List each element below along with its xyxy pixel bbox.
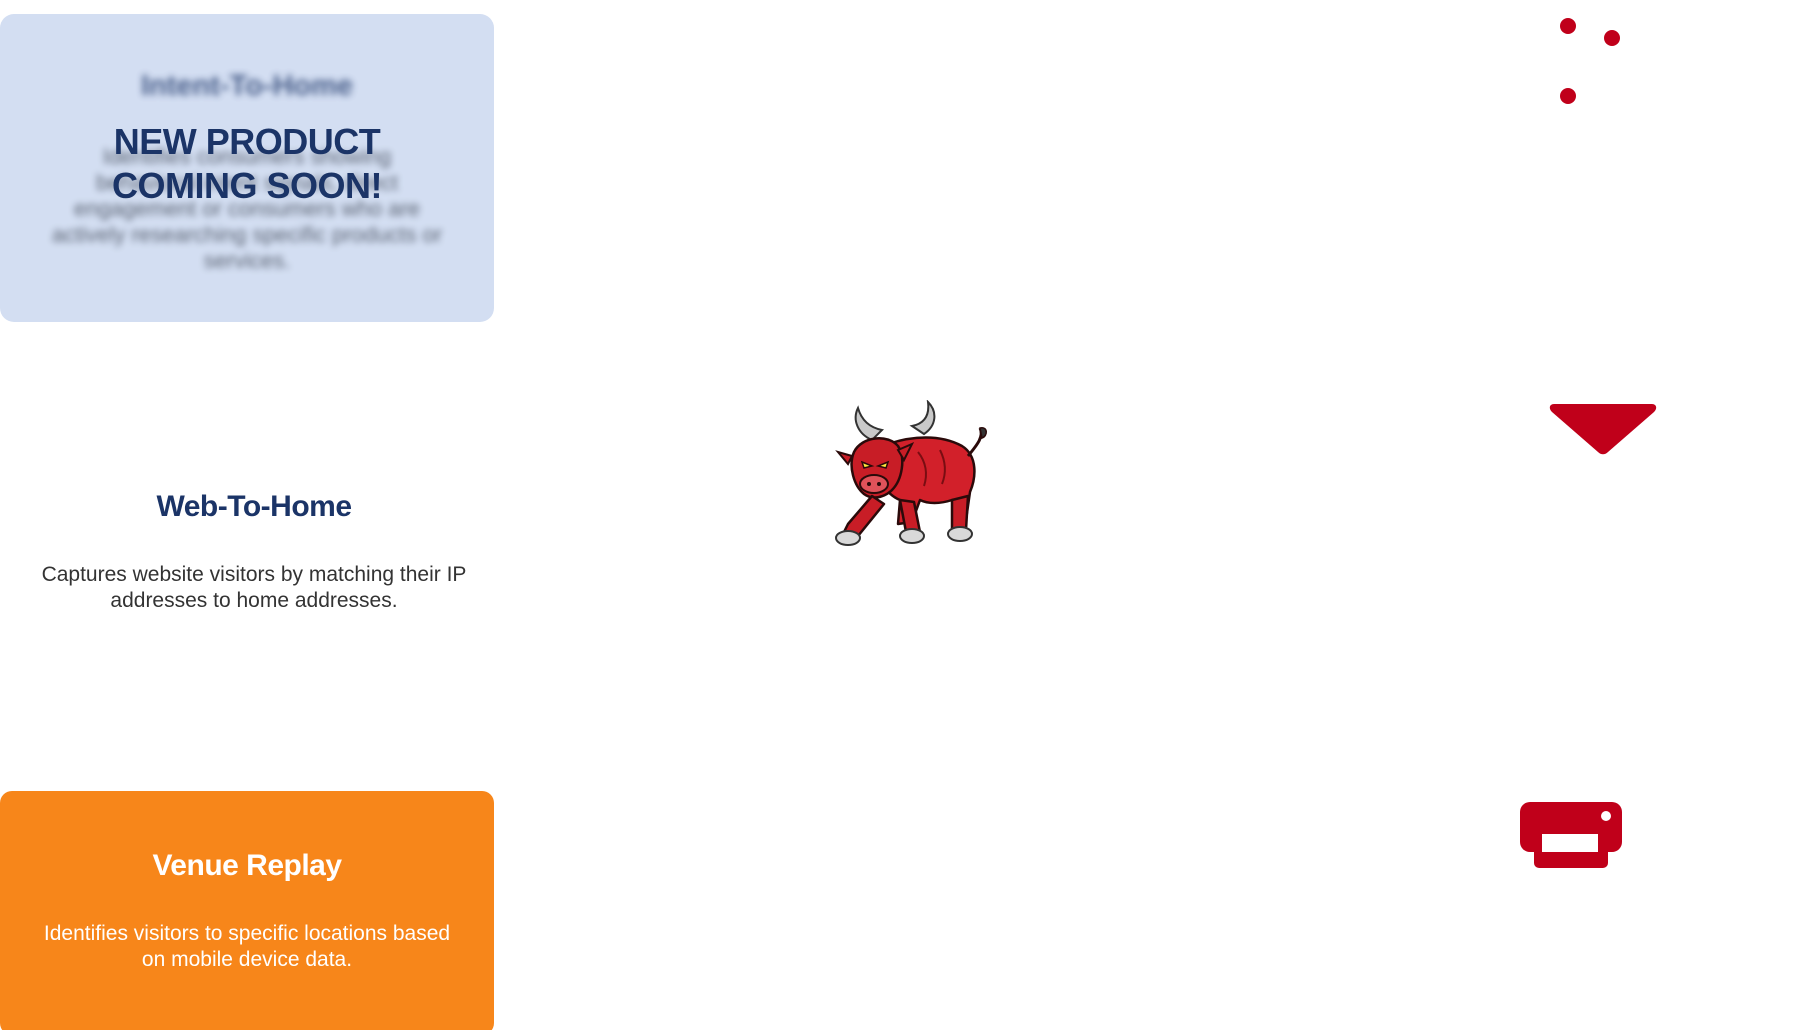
intent-to-home-card: Intent-To-Home Identifies consumers show… — [0, 14, 494, 322]
printer-icon[interactable] — [1518, 800, 1624, 870]
web-to-home-title: Web-To-Home — [156, 490, 352, 523]
venue-replay-title: Venue Replay — [152, 849, 342, 882]
intent-to-home-description: Identifies consumers showing behavioral … — [51, 144, 443, 273]
dots-icon[interactable] — [1556, 14, 1626, 114]
web-to-home-card[interactable]: Web-To-Home Captures website visitors by… — [0, 440, 508, 640]
venue-replay-description: Identifies visitors to specific location… — [43, 922, 451, 971]
intent-to-home-title: Intent-To-Home — [140, 70, 354, 102]
blurred-content: Intent-To-Home Identifies consumers show… — [0, 14, 494, 322]
web-to-home-description: Captures website visitors by matching th… — [41, 563, 467, 612]
chevron-down-icon[interactable] — [1548, 400, 1658, 460]
venue-replay-card[interactable]: Venue Replay Identifies visitors to spec… — [0, 791, 494, 1030]
bull-mascot-icon — [835, 400, 987, 546]
